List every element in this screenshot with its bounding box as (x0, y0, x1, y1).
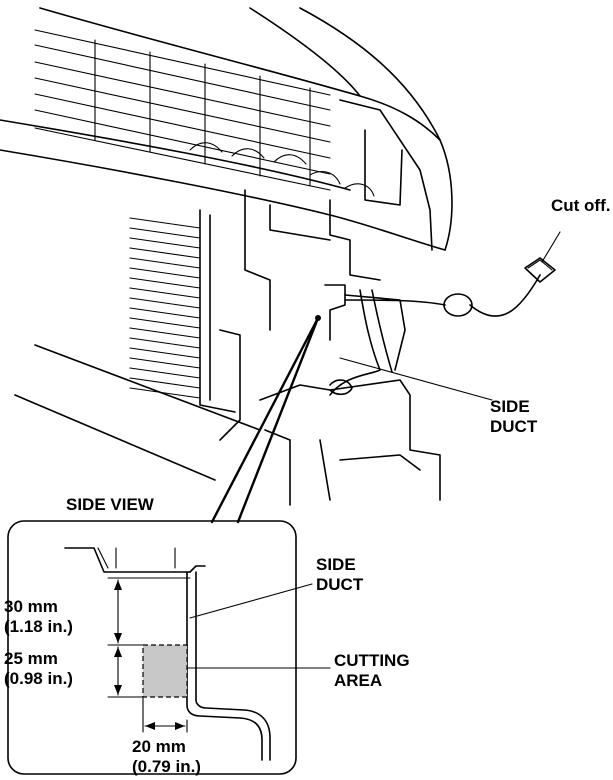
zoom-wedge-right (236, 316, 320, 524)
label-dim-25-2: (0.98 in.) (4, 669, 73, 688)
label-side-duct-main-1: SIDE (490, 397, 530, 416)
label-cutting-area-1: CUTTING (334, 651, 410, 670)
main-assembly-drawing (0, 7, 556, 506)
dimension-lines (107, 577, 191, 733)
label-cutting-area-2: AREA (334, 671, 382, 690)
side-duct-leader (339, 357, 493, 401)
heat-exchanger-fins (129, 209, 236, 413)
side-view-inset (7, 520, 331, 775)
inset-frame (7, 520, 297, 775)
cutting-area-rect (142, 644, 188, 698)
zoom-wedge-left (210, 316, 320, 524)
label-side-duct-inset-2: DUCT (316, 575, 364, 594)
cut-off-piece (524, 257, 556, 283)
label-side-view: SIDE VIEW (66, 495, 155, 514)
label-dim-30-2: (1.18 in.) (4, 617, 73, 636)
zoom-origin (315, 315, 321, 321)
cut-off-leader (541, 231, 561, 263)
grille-ribs (34, 29, 375, 197)
label-dim-25-1: 25 mm (4, 649, 58, 668)
label-cut-off: Cut off. (551, 196, 610, 215)
label-dim-20-1: 20 mm (132, 737, 186, 756)
label-dim-30-1: 30 mm (4, 597, 58, 616)
side-duct-inset-leader (189, 583, 313, 619)
label-side-duct-inset-1: SIDE (316, 555, 356, 574)
label-dim-20-2: (0.79 in.) (132, 757, 201, 776)
label-side-duct-main-2: DUCT (490, 417, 538, 436)
